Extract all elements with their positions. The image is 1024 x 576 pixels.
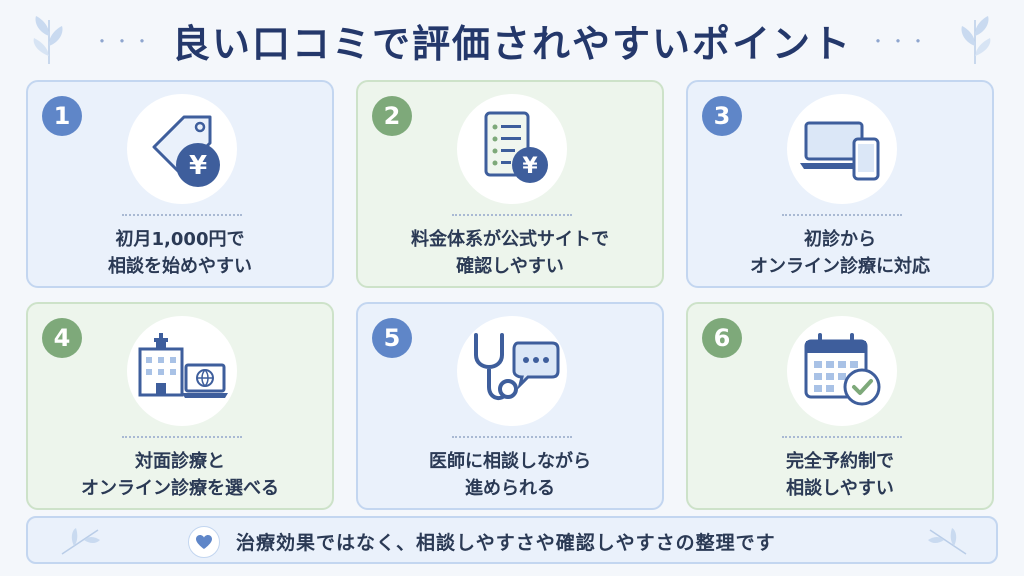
- title-row: ・・・ 良い口コミで評価されやすいポイント ・・・: [0, 10, 1024, 70]
- leaf-icon: [33, 16, 63, 64]
- divider: [782, 436, 902, 438]
- leaf-icon: [61, 528, 100, 555]
- point-card-4: 4 対面診療と オンライン診療を選べる: [26, 302, 334, 510]
- stethoscope-chat-icon: [474, 333, 560, 400]
- point-card-2: 2 ¥ 料金体系が公式サイトで 確認しやすい: [356, 80, 664, 288]
- point-number: 3: [702, 96, 742, 136]
- point-text-line2: 相談を始めやすい: [108, 256, 252, 277]
- point-text: 医師に相談しながら 進められる: [358, 448, 662, 502]
- divider: [122, 214, 242, 216]
- title-dots-right: ・・・: [870, 32, 931, 51]
- point-text-line2: オンライン診療を選べる: [81, 478, 279, 499]
- point-number: 5: [372, 318, 412, 358]
- laptop-phone-icon: [800, 121, 880, 181]
- leaf-icon: [928, 528, 967, 555]
- icon-badge: [457, 316, 567, 426]
- point-text: 初月1,000円で 相談を始めやすい: [28, 226, 332, 280]
- point-card-1: 1 ¥ 初月1,000円で 相談を始めやすい: [26, 80, 334, 288]
- point-text-line1: 初月1,000円で: [115, 229, 245, 250]
- point-number: 1: [42, 96, 82, 136]
- price-tag-yen-icon: ¥: [152, 115, 220, 187]
- title-dots-left: ・・・: [93, 32, 154, 51]
- point-card-5: 5 医師に相談しながら 進められる: [356, 302, 664, 510]
- page-title: 良い口コミで評価されやすいポイント: [171, 21, 852, 66]
- divider: [122, 436, 242, 438]
- point-number: 2: [372, 96, 412, 136]
- point-text: 対面診療と オンライン診療を選べる: [28, 448, 332, 502]
- point-text-line2: 相談しやすい: [786, 478, 894, 499]
- hospital-laptop-icon: [138, 333, 228, 398]
- point-text-line1: 初診から: [804, 229, 876, 250]
- point-text-line1: 完全予約制で: [786, 451, 894, 472]
- icon-badge: [787, 94, 897, 204]
- footer-note: 治療効果ではなく、相談しやすさや確認しやすさの整理です: [26, 516, 998, 564]
- icon-badge: ¥: [127, 94, 237, 204]
- icon-badge: [127, 316, 237, 426]
- footer-text: 治療効果ではなく、相談しやすさや確認しやすさの整理です: [236, 532, 776, 554]
- point-text-line2: 確認しやすい: [456, 256, 564, 277]
- svg-text:¥: ¥: [522, 154, 538, 179]
- icon-badge: ¥: [457, 94, 567, 204]
- point-text-line1: 料金体系が公式サイトで: [411, 229, 609, 250]
- price-list-yen-icon: ¥: [484, 111, 548, 183]
- point-text-line2: 進められる: [465, 478, 555, 499]
- point-text-line2: オンライン診療に対応: [750, 256, 930, 277]
- point-text: 初診から オンライン診療に対応: [688, 226, 992, 280]
- point-card-6: 6 完全予約制で 相談しやすい: [686, 302, 994, 510]
- point-text-line1: 医師に相談しながら: [429, 451, 591, 472]
- icon-badge: [787, 316, 897, 426]
- calendar-check-icon: [804, 333, 881, 406]
- point-number: 4: [42, 318, 82, 358]
- point-text: 完全予約制で 相談しやすい: [688, 448, 992, 502]
- divider: [452, 436, 572, 438]
- point-card-3: 3 初診から オンライン診療に対応: [686, 80, 994, 288]
- point-text-line1: 対面診療と: [135, 451, 225, 472]
- svg-text:¥: ¥: [189, 151, 207, 181]
- point-text: 料金体系が公式サイトで 確認しやすい: [358, 226, 662, 280]
- point-number: 6: [702, 318, 742, 358]
- heart-icon: [188, 526, 220, 558]
- divider: [782, 214, 902, 216]
- divider: [452, 214, 572, 216]
- leaf-icon: [961, 16, 991, 64]
